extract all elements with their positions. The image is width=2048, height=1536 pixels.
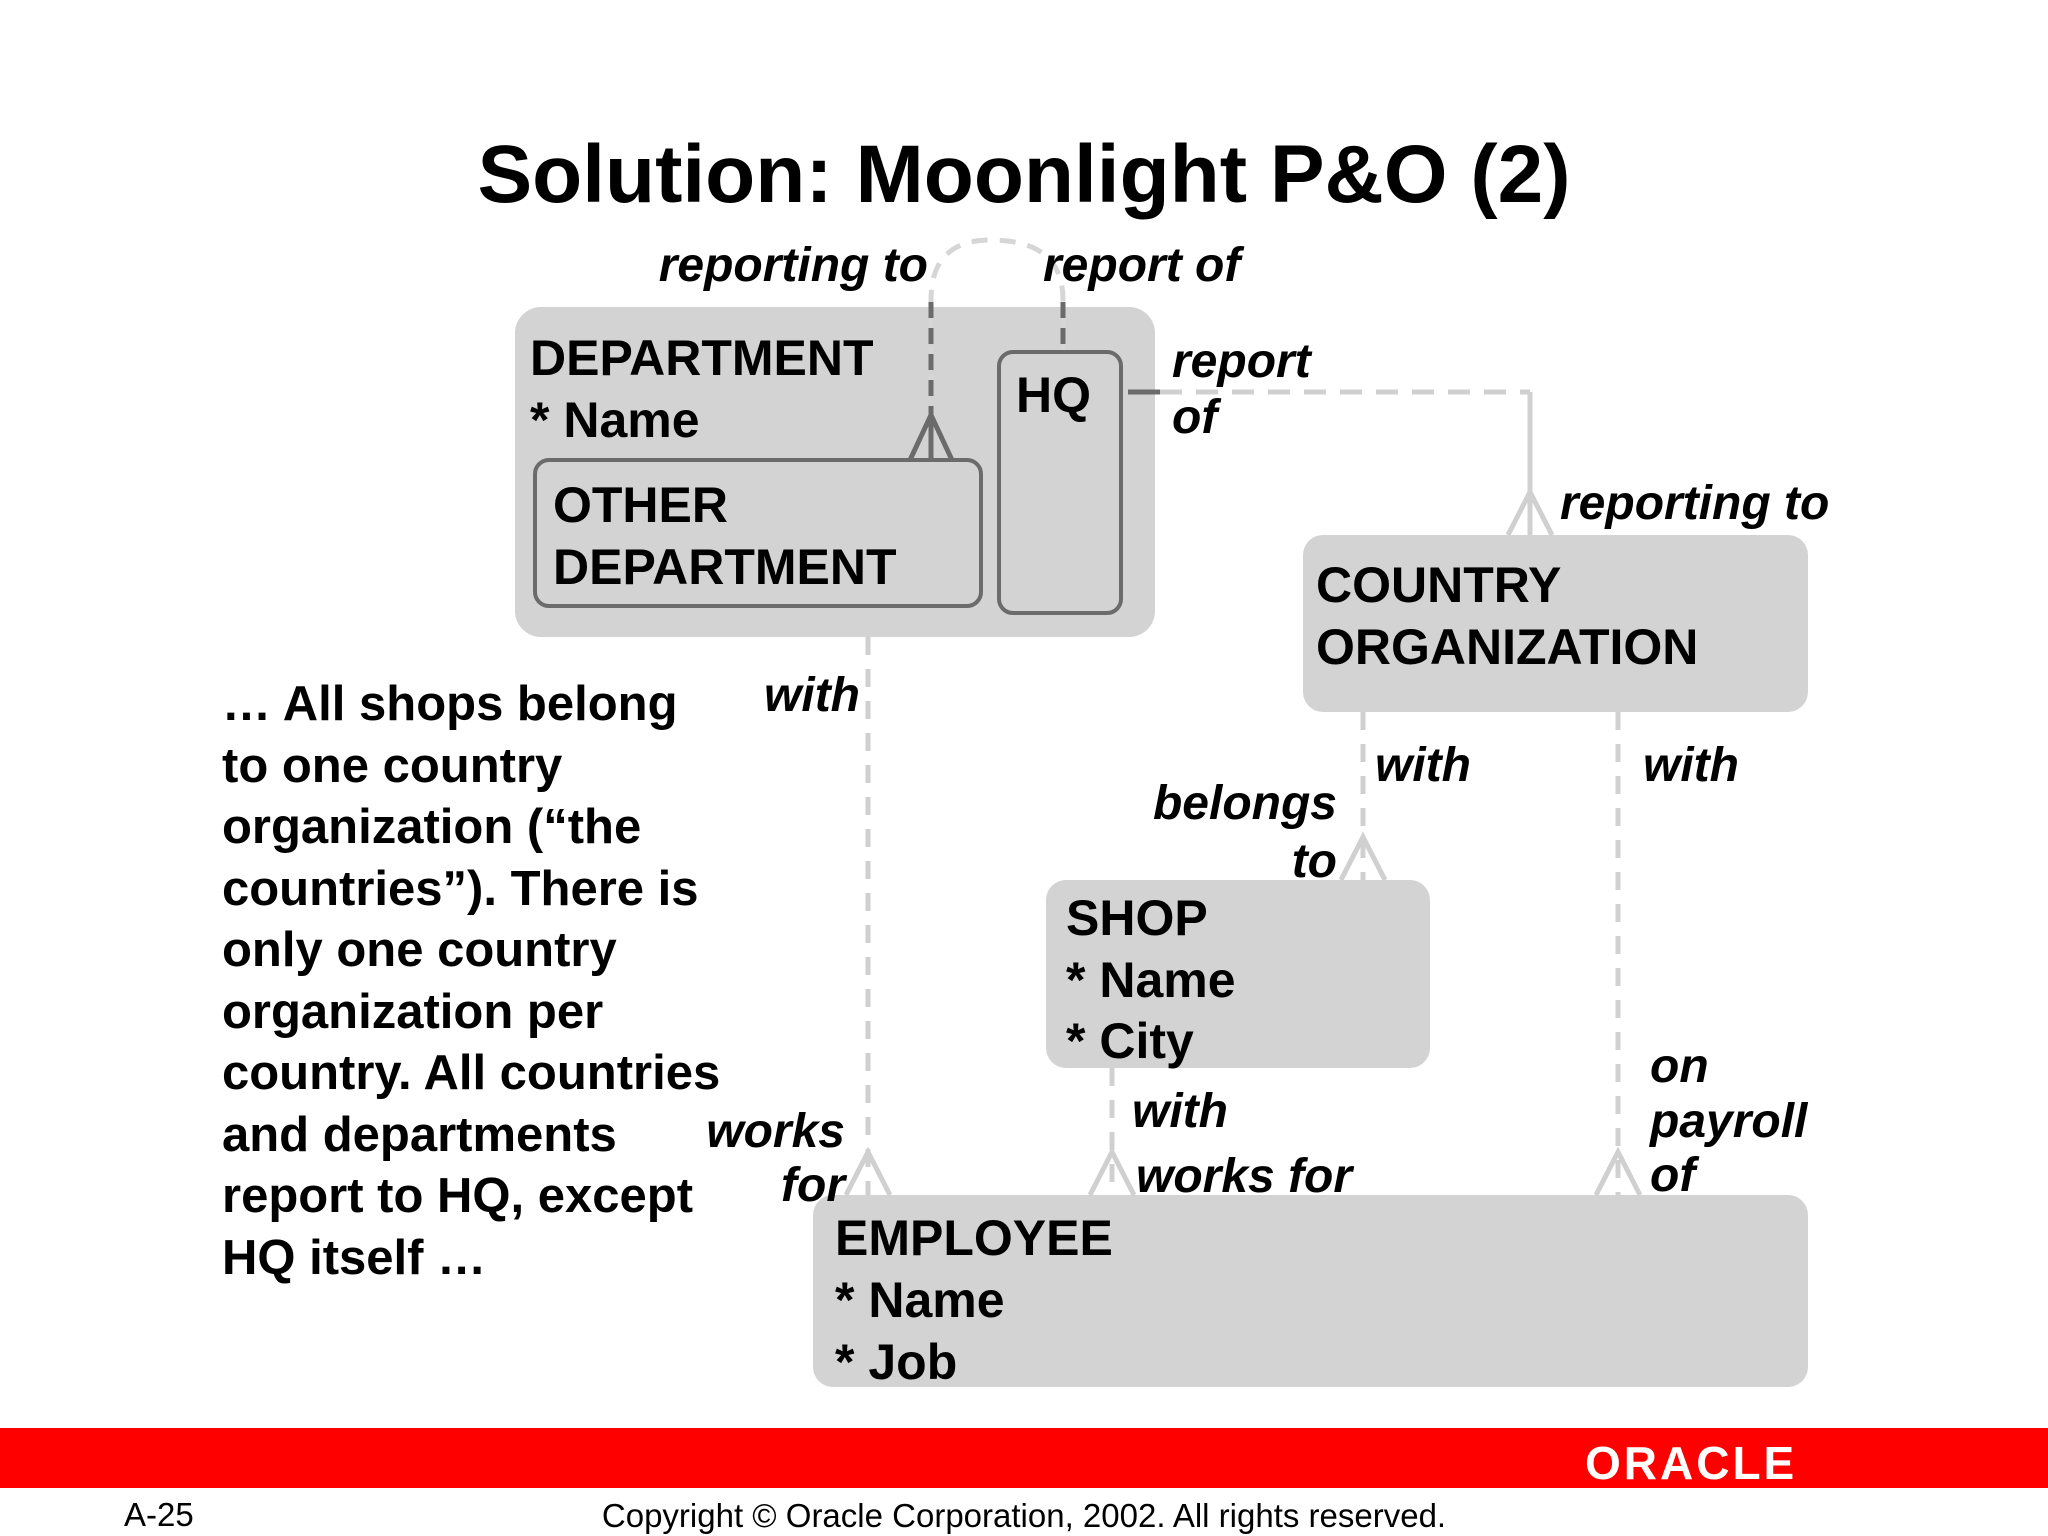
employee-attr-name: * Name [835,1272,1005,1328]
other-department-line1: OTHER [553,477,728,533]
rel-label-belongs-to: to [1291,835,1337,888]
hq-name: HQ [1016,367,1091,423]
rel-label-payroll: payroll [1650,1095,1808,1148]
hq-subtype [997,350,1123,615]
oracle-logo: ORACLE [1585,1437,1798,1489]
department-attr-name: * Name [530,392,700,448]
rel-label-payroll-of: of [1650,1149,1696,1202]
country-org-line2: ORGANIZATION [1316,619,1699,675]
shop-name: SHOP [1066,890,1208,946]
footer-bar [0,1428,2048,1488]
department-name: DEPARTMENT [530,330,874,386]
rel-label-country-with-shop: with [1375,739,1471,792]
rel-label-belongs: belongs [1152,777,1337,830]
rel-label-on: on [1650,1040,1709,1093]
other-department-line2: DEPARTMENT [553,539,897,595]
country-org-line1: COUNTRY [1316,557,1562,613]
rel-label-reporting-to: reporting to [658,239,928,292]
rel-label-country-with-employee: with [1643,739,1739,792]
employee-entity [813,1195,1808,1387]
rel-label-hq-of: of [1172,391,1218,444]
rel-label-report-of: report of [1043,239,1241,292]
shop-attr-name: * Name [1066,952,1236,1008]
rel-label-works: works [706,1105,845,1158]
rel-label-works-for-shop: works for [1136,1150,1353,1203]
employee-attr-job: * Job [835,1334,958,1390]
page-number: A-25 [124,1496,194,1533]
copyright-text: Copyright © Oracle Corporation, 2002. Al… [601,1497,1447,1534]
side-description: … All shops belong to one country organi… [222,677,721,1285]
shop-attr-city: * City [1066,1013,1194,1069]
shop-entity [1046,880,1430,1068]
rel-label-dept-with: with [764,669,860,722]
employee-name: EMPLOYEE [835,1210,1113,1266]
country-organization-entity [1303,535,1808,712]
rel-label-country-reporting-to: reporting to [1560,477,1830,530]
other-department-subtype [533,458,983,608]
rel-label-shop-with: with [1132,1085,1228,1138]
rel-label-hq-report: report [1172,335,1311,388]
rel-label-works-for: for [781,1159,845,1212]
slide-title: Solution: Moonlight P&O (2) [477,129,1571,220]
